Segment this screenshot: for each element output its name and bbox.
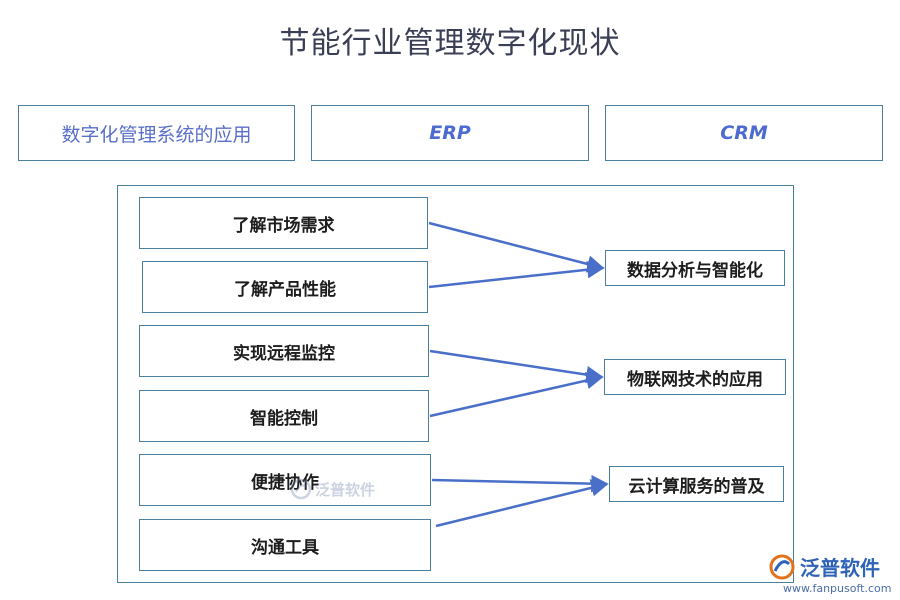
top-box-erp: ERP [311, 105, 589, 161]
brand-logo: 泛普软件 [768, 552, 880, 581]
brand-logo-icon [769, 554, 795, 579]
diagram-panel [117, 185, 794, 583]
page-title: 节能行业管理数字化现状 [279, 26, 621, 61]
watermark-text: 泛普软件 [315, 480, 376, 499]
item-collaboration: 便捷协作 [139, 454, 431, 506]
brand-logo-text: 泛普软件 [800, 556, 880, 580]
result-data-analysis: 数据分析与智能化 [605, 250, 785, 286]
center-watermark: 泛普软件 [290, 478, 375, 500]
item-market-demand: 了解市场需求 [139, 197, 428, 249]
item-remote-monitoring: 实现远程监控 [139, 325, 429, 377]
result-iot: 物联网技术的应用 [604, 359, 786, 395]
top-box-digital-system: 数字化管理系统的应用 [18, 105, 295, 161]
item-smart-control: 智能控制 [139, 390, 429, 442]
brand-url: www.fanpusoft.com [783, 582, 892, 595]
item-communication-tools: 沟通工具 [139, 519, 431, 571]
item-product-performance: 了解产品性能 [142, 261, 428, 313]
watermark-logo-icon [290, 478, 312, 500]
top-box-crm: CRM [605, 105, 883, 161]
result-cloud: 云计算服务的普及 [609, 466, 784, 502]
